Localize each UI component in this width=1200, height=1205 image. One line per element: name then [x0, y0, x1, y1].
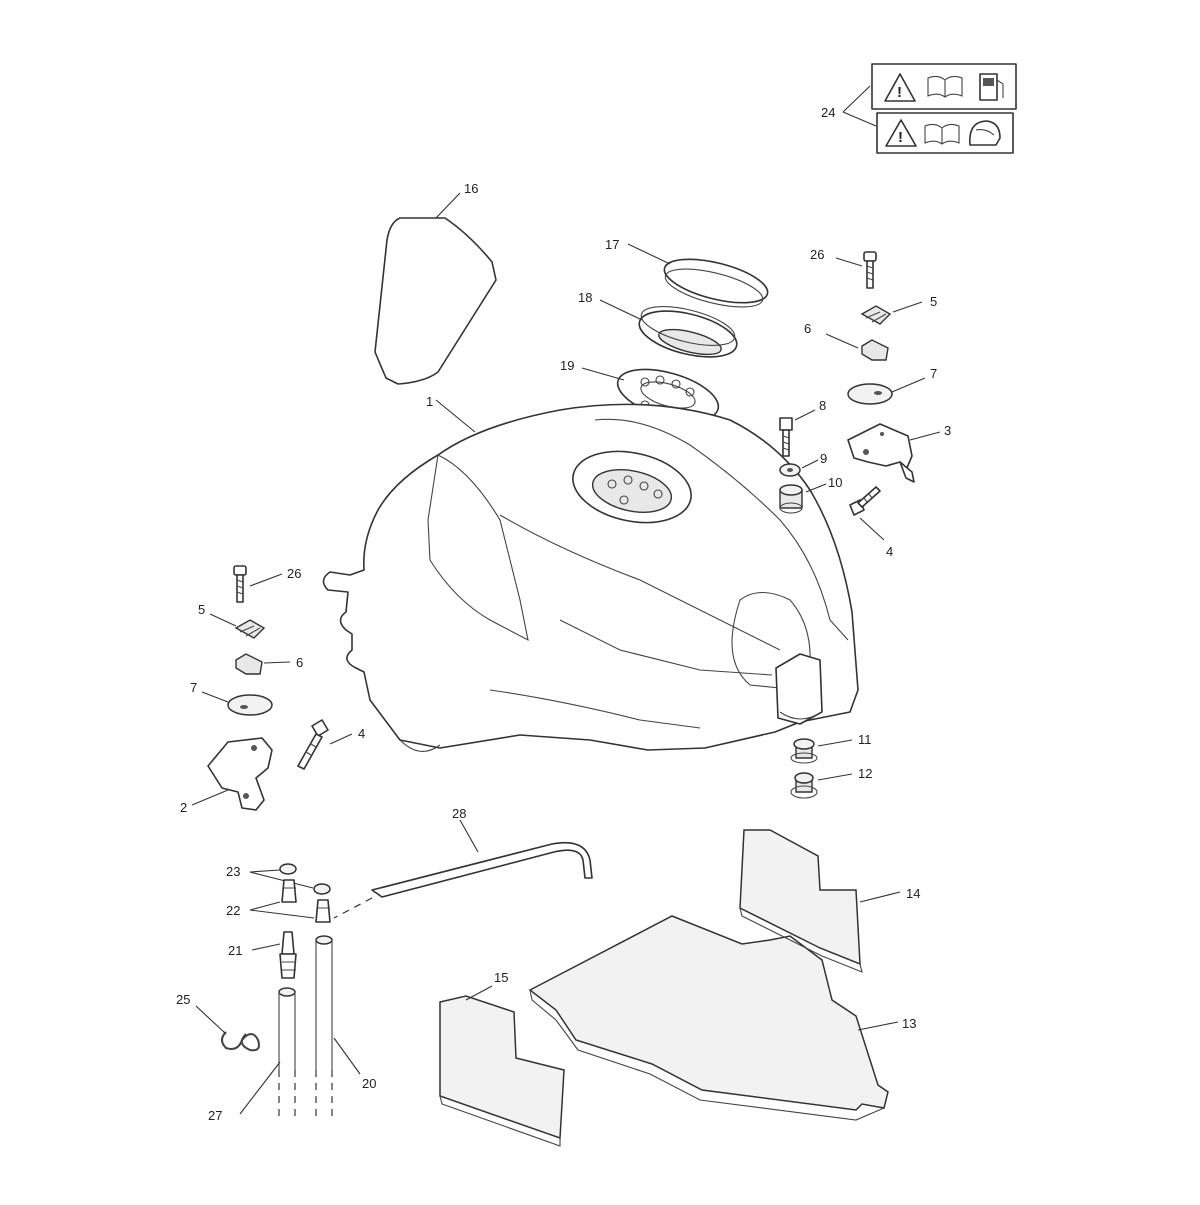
callout-4-right: 4 [886, 544, 893, 559]
callout-6-right: 6 [804, 321, 811, 336]
manual-book-icon [924, 123, 960, 145]
helmet-icon [969, 120, 1001, 146]
callout-22: 22 [226, 903, 240, 918]
callout-24: 24 [821, 105, 835, 120]
washer-9: 9 [779, 451, 827, 477]
filler-cap-18: 18 [578, 290, 738, 358]
warning-triangle-icon: ! [884, 73, 916, 102]
callout-10: 10 [828, 475, 842, 490]
union-22: 22 [226, 879, 331, 923]
callout-9: 9 [820, 451, 827, 466]
bracket-6-right: 6 [804, 321, 889, 361]
callout-17: 17 [605, 237, 619, 252]
grommet-12: 12 [790, 766, 872, 799]
bolt-4-left: 4 [297, 719, 365, 770]
callout-21: 21 [228, 943, 242, 958]
connector-21: 21 [228, 931, 297, 979]
callout-3: 3 [944, 423, 951, 438]
grommet-11: 11 [790, 732, 872, 764]
hose-20: 20 [315, 935, 376, 1118]
knee-pad-16: 16 [374, 181, 497, 385]
svg-text:!: ! [897, 84, 902, 101]
callout-13: 13 [902, 1016, 916, 1031]
bracket-2: 2 [180, 737, 273, 815]
breather-pipe-28: 28 [333, 806, 593, 919]
bolt-26-left: 26 [233, 565, 301, 603]
washer-23: 23 [226, 863, 331, 895]
heat-shield-13: 13 [528, 915, 916, 1121]
callout-5-right: 5 [930, 294, 937, 309]
warning-triangle-icon: ! [885, 119, 917, 147]
callout-26-right: 26 [810, 247, 824, 262]
grommet-10: 10 [779, 475, 842, 514]
bolt-8: 8 [779, 398, 826, 457]
callout-28: 28 [452, 806, 466, 821]
callout-26-left: 26 [287, 566, 301, 581]
bracket-3: 3 [847, 423, 951, 483]
hose-clip-25: 25 [176, 992, 260, 1052]
fuel-tank-1: 1 [322, 394, 859, 752]
warning-label-24: ! ! 24 [821, 63, 1017, 154]
filler-ring-17: 17 [605, 237, 769, 308]
callout-11: 11 [858, 732, 872, 747]
clip-5-right: 5 [860, 294, 937, 325]
washer-7-right: 7 [847, 366, 937, 405]
callout-1: 1 [426, 394, 433, 409]
callout-19: 19 [560, 358, 574, 373]
callout-14: 14 [906, 886, 920, 901]
callout-25: 25 [176, 992, 190, 1007]
callout-23: 23 [226, 864, 240, 879]
fuel-pump-icon [979, 73, 1004, 101]
callout-18: 18 [578, 290, 592, 305]
bolt-26-right: 26 [810, 247, 877, 289]
bolt-4-right: 4 [849, 486, 893, 559]
callout-12: 12 [858, 766, 872, 781]
washer-7-left: 7 [190, 680, 273, 716]
insulation-pad-14: 14 [739, 829, 920, 973]
callout-16: 16 [464, 181, 478, 196]
callout-20: 20 [362, 1076, 376, 1091]
clip-5-left: 5 [198, 602, 266, 639]
callout-5-left: 5 [198, 602, 205, 617]
hose-27: 27 [208, 987, 296, 1123]
callout-4-left: 4 [358, 726, 365, 741]
callout-7-right: 7 [930, 366, 937, 381]
callout-27: 27 [208, 1108, 222, 1123]
manual-book-icon [927, 75, 963, 98]
callout-15: 15 [494, 970, 508, 985]
insulation-pad-15: 15 [439, 970, 565, 1147]
callout-8: 8 [819, 398, 826, 413]
callout-2: 2 [180, 800, 187, 815]
svg-text:!: ! [898, 129, 903, 146]
bracket-6-left: 6 [235, 653, 303, 675]
callout-7-left: 7 [190, 680, 197, 695]
callout-6-left: 6 [296, 655, 303, 670]
